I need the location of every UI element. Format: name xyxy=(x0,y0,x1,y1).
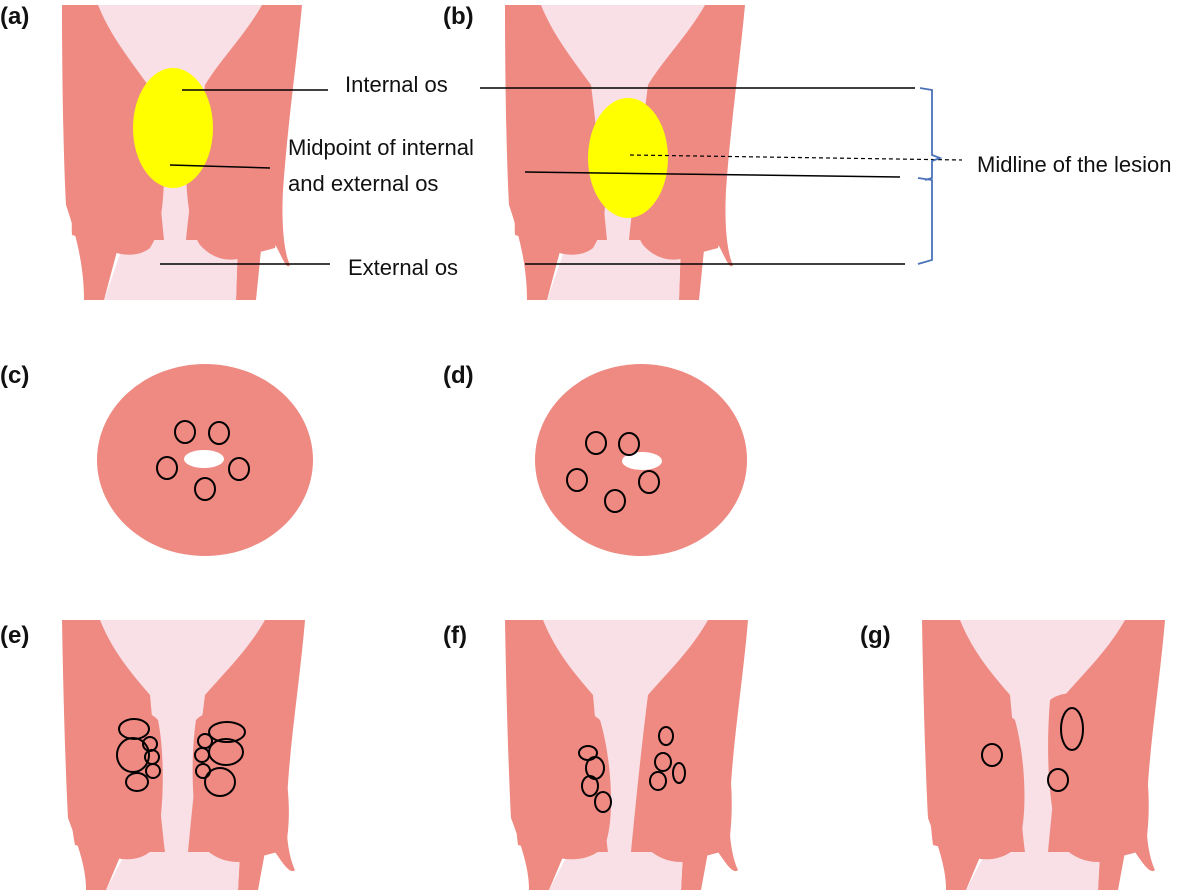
leader-midpoint-b xyxy=(524,171,901,178)
left-lip-e xyxy=(71,709,163,860)
lesion-a xyxy=(133,68,213,188)
gland-cyst xyxy=(566,468,588,492)
gland-cyst xyxy=(116,737,150,773)
gland-cyst xyxy=(981,743,1003,767)
leader-midpoint-a xyxy=(169,164,271,169)
gland-cyst xyxy=(654,752,672,772)
gland-cyst xyxy=(649,771,667,791)
gland-cyst xyxy=(585,431,607,455)
panel-d: (d) xyxy=(443,362,747,556)
right-lip-a xyxy=(185,145,277,260)
label-external-os: External os xyxy=(348,255,458,280)
panel-f: (f) xyxy=(443,620,748,890)
panel-label-d: (d) xyxy=(443,362,474,389)
panel-label-c: (c) xyxy=(0,362,29,389)
bracket-lower xyxy=(917,177,933,265)
panel-label-g: (g) xyxy=(860,622,891,649)
lumen-g xyxy=(960,620,1125,852)
gland-cyst xyxy=(1047,768,1069,792)
gland-cyst xyxy=(125,772,149,792)
panel-label-b: (b) xyxy=(443,3,474,30)
bracket-upper xyxy=(919,87,943,181)
gland-cyst xyxy=(672,762,686,784)
canal-opening-c xyxy=(184,450,224,468)
canal-opening-d xyxy=(622,452,662,470)
lumen-f xyxy=(543,620,708,852)
gland-cyst xyxy=(208,421,230,445)
gland-cyst xyxy=(228,457,250,481)
gland-cyst xyxy=(208,721,246,743)
gland-cyst xyxy=(638,470,660,494)
gland-cyst xyxy=(581,775,599,797)
panel-b: (b) Midline of the lesion xyxy=(443,3,1171,300)
panel-e: (e) xyxy=(0,620,305,890)
gland-cyst xyxy=(174,420,196,444)
gland-cyst xyxy=(145,763,161,779)
gland-cyst xyxy=(156,456,178,480)
left-lip-a xyxy=(71,145,165,255)
panel-label-e: (e) xyxy=(0,622,29,649)
gland-cyst xyxy=(194,747,210,763)
gland-cyst xyxy=(204,767,236,797)
gland-cyst xyxy=(1060,707,1084,751)
lumen-e xyxy=(100,620,265,852)
lumen-lower-e xyxy=(106,852,240,890)
lesion-b xyxy=(588,98,668,218)
right-lip-g xyxy=(1048,692,1149,862)
label-internal-os: Internal os xyxy=(345,72,448,97)
panel-label-a: (a) xyxy=(0,3,29,30)
gland-cyst xyxy=(618,432,640,456)
midline-dashed-b xyxy=(629,154,963,161)
panel-g: (g) xyxy=(860,620,1165,890)
right-lip-e xyxy=(192,710,289,862)
left-lip-f xyxy=(515,711,612,860)
label-midline-of-lesion: Midline of the lesion xyxy=(977,152,1171,177)
label-midpoint-line1: Midpoint of internal xyxy=(288,135,474,160)
cervix-long-section-b xyxy=(505,5,745,300)
gland-cyst xyxy=(194,477,216,501)
gland-cyst xyxy=(604,489,626,513)
lumen-lower-f xyxy=(549,852,683,890)
gland-cyst xyxy=(658,726,674,746)
panel-a: (a) Internal os Midpoint of internal and… xyxy=(0,3,474,300)
lumen-lower-a xyxy=(104,240,238,300)
lumen-lower-g xyxy=(966,852,1100,890)
panel-label-f: (f) xyxy=(443,622,467,649)
lumen-lower-b xyxy=(547,240,681,300)
gland-cyst xyxy=(594,791,612,813)
label-midpoint-line2: and external os xyxy=(288,171,438,196)
panel-c: (c) xyxy=(0,362,313,556)
